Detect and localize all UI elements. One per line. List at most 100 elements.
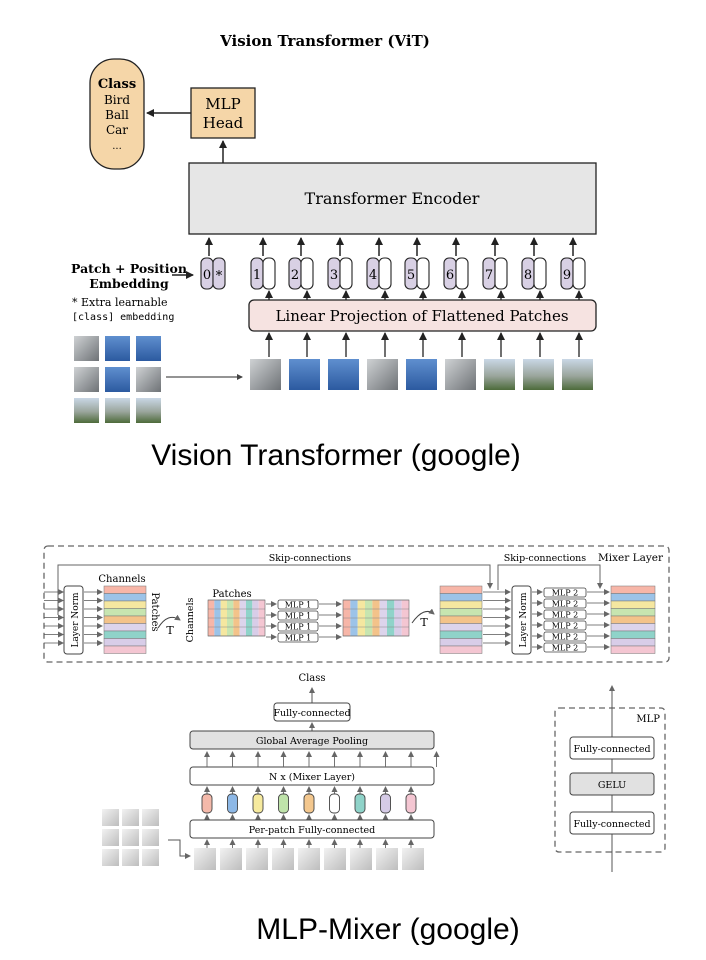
table-row-stripe	[103, 608, 147, 617]
mixer-output-table	[610, 585, 656, 654]
global-pooling-label: Global Average Pooling	[256, 736, 368, 747]
mixer-token	[380, 793, 391, 814]
table-row-stripe	[439, 630, 483, 639]
class-item-ellipsis: ...	[112, 141, 122, 152]
transpose-1-label: T	[166, 624, 174, 637]
mlp-head-line1: MLP	[205, 95, 240, 113]
patches-top-label: Patches	[212, 589, 251, 600]
table-row-stripe	[610, 630, 656, 639]
token-number: 2	[291, 268, 299, 283]
patch-embedding-pill	[378, 257, 392, 290]
input-patch	[105, 367, 130, 392]
table-row-stripe	[103, 623, 147, 632]
table-row-stripe	[439, 623, 483, 632]
embedding-label-line1: Patch + Position	[71, 261, 187, 276]
patch-embedding-pill	[533, 257, 547, 290]
mlp2-box	[543, 609, 587, 620]
mlp1-box	[277, 599, 319, 610]
mixer-flattened-patch	[246, 848, 268, 870]
flattened-patch	[445, 359, 476, 390]
n-mixer-box	[189, 766, 435, 786]
mixer-class-label: Class	[298, 673, 325, 684]
mlp2-label: MLP 2	[552, 622, 579, 631]
token-number: 5	[407, 268, 415, 283]
mlp1-box	[277, 610, 319, 621]
mixer-input-patch	[102, 809, 119, 826]
mixer-token	[354, 793, 366, 814]
mlp2-label: MLP 2	[552, 600, 579, 609]
flattened-patch	[289, 359, 320, 390]
mlp2-box	[543, 598, 587, 609]
mixer-input-patch	[122, 849, 139, 866]
mixer-input-patch-grid	[102, 809, 159, 866]
mixer-input-patch	[102, 849, 119, 866]
table-row-stripe	[103, 630, 147, 639]
mixer-token-mixed-table	[342, 599, 410, 637]
token-number: 4	[369, 268, 377, 283]
class-output-box	[89, 58, 145, 170]
mlp1-label: MLP 1	[285, 623, 312, 632]
mlp2-box	[543, 631, 587, 642]
layer-norm-1	[63, 585, 84, 655]
mixer-layer-box	[43, 545, 670, 663]
patch-embedding-pill	[339, 257, 353, 290]
flattened-patch	[250, 359, 281, 390]
table-row-stripe	[610, 585, 656, 594]
mlp1-label: MLP 1	[285, 601, 312, 610]
mlp2-box	[543, 587, 587, 598]
embedding-label-line2: Embedding	[89, 276, 169, 291]
table-row-stripe	[439, 593, 483, 602]
mixer-token-row	[201, 793, 417, 814]
table-row-stripe	[439, 645, 483, 654]
mixer-input-table	[44, 585, 147, 654]
vit-title: Vision Transformer (ViT)	[219, 32, 430, 50]
token-number: 9	[563, 268, 571, 283]
mixer-token	[227, 793, 238, 814]
table-row-stripe	[103, 600, 147, 609]
mlp2-box	[543, 642, 587, 653]
mlp1-box	[277, 632, 319, 643]
transformer-encoder-box	[188, 162, 597, 235]
layer-norm-2-label: Layer Norm	[519, 592, 529, 648]
mlp-gelu-label: GELU	[598, 780, 626, 791]
mixer-flattened-patch	[298, 848, 320, 870]
flattened-patch	[523, 359, 554, 390]
mlp-detail-box	[554, 707, 666, 853]
table-row-stripe	[610, 608, 656, 617]
per-patch-label: Per-patch Fully-connected	[249, 825, 375, 836]
input-patch	[74, 398, 99, 423]
flattened-patch	[484, 359, 515, 390]
input-patch	[105, 398, 130, 423]
mixer-flattened-patch	[324, 848, 346, 870]
skip-connection-right	[497, 564, 603, 590]
mixer-flattened-patch	[272, 848, 294, 870]
extra-note-line2: [class] embedding	[72, 312, 174, 323]
linear-projection-box	[248, 299, 597, 332]
mixer-flattened-patch	[194, 848, 216, 870]
fully-connected-top-label: Fully-connected	[273, 708, 350, 719]
vit-caption: Vision Transformer (google)	[151, 439, 521, 472]
mixer-vertical-arrows	[204, 751, 440, 848]
token-number: 8	[524, 268, 532, 283]
transpose-2-arrow	[411, 608, 435, 624]
skip-label-right: Skip-connections	[504, 553, 587, 564]
mixer-flattened-patch	[220, 848, 242, 870]
linear-projection-label: Linear Projection of Flattened Patches	[275, 307, 568, 325]
input-patch	[136, 367, 161, 392]
table-row-stripe	[610, 615, 656, 624]
mlp1-label: MLP 1	[285, 634, 312, 643]
flattened-patch	[328, 359, 359, 390]
class-item-ball: Ball	[105, 108, 129, 122]
mlp-fc2-box	[569, 811, 655, 835]
flattened-patch	[406, 359, 437, 390]
table-row-stripe	[103, 638, 147, 647]
input-patch	[136, 336, 161, 361]
mixer-after-token-table	[439, 585, 511, 654]
patches-side-label: Patches	[149, 592, 160, 631]
skip-label-left: Skip-connections	[269, 553, 352, 564]
mlp-fc1-label: Fully-connected	[573, 744, 650, 755]
transpose-2-label: T	[420, 616, 428, 629]
table-row-stripe	[439, 638, 483, 647]
mlp2-label: MLP 2	[552, 633, 579, 642]
